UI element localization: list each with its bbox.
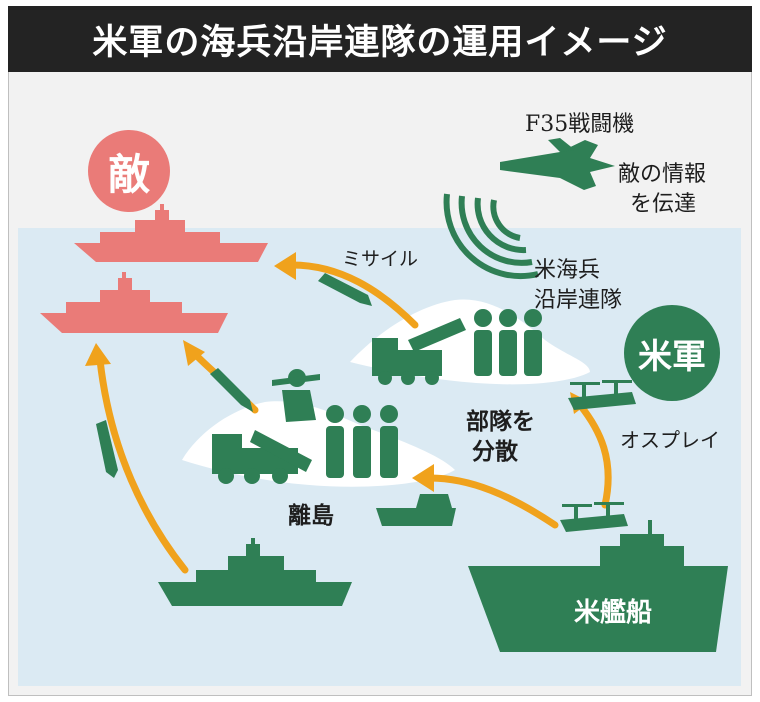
us-carrier	[468, 520, 728, 652]
regiment-label-line2: 沿岸連隊	[534, 288, 623, 313]
soldiers-east	[474, 309, 542, 376]
soldiers-west	[272, 369, 398, 478]
enemy-ship-2	[40, 272, 228, 333]
f35-jet-icon	[500, 138, 615, 190]
missile-label: ミサイル	[342, 248, 419, 270]
launcher-truck-west	[212, 430, 312, 484]
missile-icon	[96, 273, 372, 478]
f35-label: F35戦闘機	[525, 112, 635, 137]
island-label: 離島	[288, 503, 334, 529]
info-label-line2: を伝達	[630, 192, 697, 217]
landing-craft-icon	[376, 494, 456, 526]
osprey-icon-upper	[568, 380, 636, 410]
diagram-title: 米軍の海兵沿岸連隊の運用イメージ	[8, 6, 752, 72]
us-forces-badge: 米軍	[624, 305, 720, 401]
osprey-icon-lower	[560, 502, 628, 532]
us-ship-label: 米艦船	[574, 598, 653, 628]
us-destroyer	[158, 538, 352, 606]
osprey-label: オスプレイ	[620, 428, 720, 452]
signal-waves	[443, 193, 539, 280]
regiment-label-line1: 米海兵	[534, 258, 601, 283]
info-label-line1: 敵の情報	[618, 162, 707, 187]
enemy-ship-1	[74, 204, 268, 262]
disperse-label-line2: 分散	[472, 439, 518, 465]
launcher-truck-east	[372, 318, 466, 385]
disperse-label-line1: 部隊を	[466, 409, 535, 435]
enemy-badge: 敵	[88, 130, 170, 212]
